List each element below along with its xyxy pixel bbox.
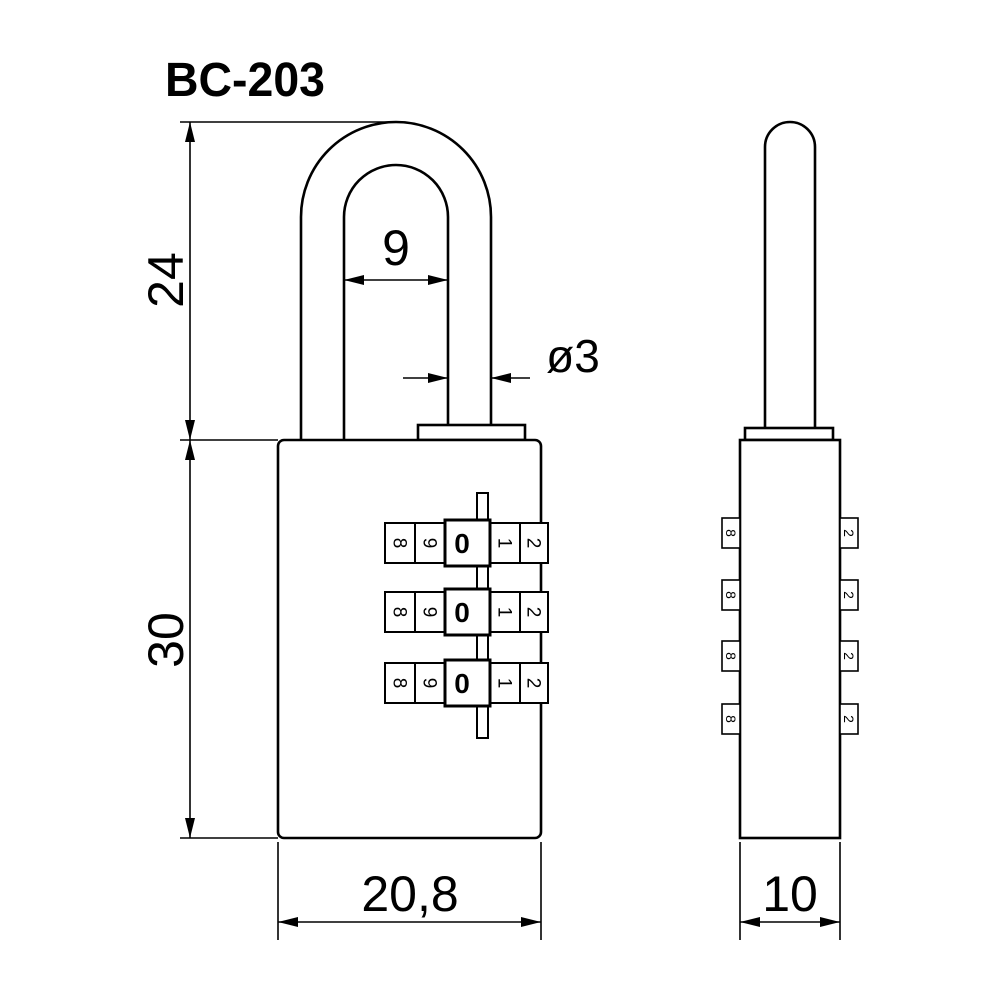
dial-segment — [384, 662, 416, 704]
dial-digit-selected: 0 — [454, 597, 470, 628]
side-dial-digit-left: 8 — [723, 591, 739, 599]
dial-window — [443, 658, 492, 708]
dial-digit: 8 — [388, 538, 409, 549]
dimension-arrow — [185, 818, 195, 838]
shackle-outer-edge — [299, 120, 493, 440]
dimension-arrow — [491, 373, 511, 383]
shackle — [299, 120, 493, 440]
dial-segment — [519, 522, 549, 564]
side-dial-tab-row-2: 8 2 — [721, 579, 859, 611]
dial-segment — [414, 522, 446, 564]
dial-digit: 8 — [388, 678, 409, 689]
dimension-arrow — [428, 275, 448, 285]
side-dial-tab-row-3: 8 2 — [721, 640, 859, 672]
dial-digit: 9 — [418, 607, 439, 618]
side-shackle — [763, 120, 817, 430]
side-dial-digit-left: 8 — [723, 529, 739, 537]
side-dial-digit-left: 8 — [723, 652, 739, 660]
dial-digit: 2 — [522, 538, 543, 549]
dial-digit: 1 — [493, 678, 514, 689]
front-view: 8 9 1 2 0 8 9 1 2 0 8 9 — [276, 120, 549, 840]
side-collar — [743, 426, 835, 442]
shackle-inner-edge — [342, 163, 450, 440]
dimension-arrow — [521, 917, 541, 927]
dial-segment — [519, 662, 549, 704]
side-dial-tab-right — [839, 640, 859, 672]
dimension-arrow — [740, 917, 760, 927]
dial-window — [443, 518, 492, 568]
dial-digit: 2 — [522, 607, 543, 618]
model-title: BC-203 — [165, 54, 325, 107]
dimension-arrow — [428, 373, 448, 383]
dial-digit: 8 — [388, 607, 409, 618]
side-dial-tab-right — [839, 517, 859, 549]
side-dial-digit-right: 2 — [841, 715, 857, 723]
dimension-arrow — [185, 420, 195, 440]
dial-segment — [519, 591, 549, 633]
side-dial-tab-row-1: 8 2 — [721, 517, 859, 549]
side-dial-digit-right: 2 — [841, 591, 857, 599]
side-dial-tab-left — [721, 579, 741, 611]
dial-segment — [414, 662, 446, 704]
dimension-arrow — [344, 275, 364, 285]
dimension-arrow — [820, 917, 840, 927]
dial-digit-selected: 0 — [454, 668, 470, 699]
dimension-arrow — [278, 917, 298, 927]
dimension-arrow — [185, 440, 195, 460]
dial-segment — [414, 591, 446, 633]
dimension-label-diameter: ø3 — [546, 330, 600, 382]
side-dial-digit-right: 2 — [841, 529, 857, 537]
dial-row-3: 8 9 1 2 0 — [384, 658, 549, 708]
dial-segment — [384, 591, 416, 633]
side-lock-body — [738, 438, 842, 840]
dial-row-2: 8 9 1 2 0 — [384, 587, 549, 637]
dial-window — [443, 587, 492, 637]
dial-digit: 1 — [493, 607, 514, 618]
side-dial-tab-right — [839, 703, 859, 735]
dimension-label-inner-width: 9 — [382, 220, 410, 276]
side-dial-digit-left: 8 — [723, 715, 739, 723]
dimension-label-body-width: 20,8 — [361, 866, 458, 922]
side-dial-tab-left — [721, 640, 741, 672]
dimension-label-body-height: 30 — [138, 612, 194, 668]
dial-digit: 2 — [522, 678, 543, 689]
dial-digit-selected: 0 — [454, 528, 470, 559]
lock-body — [276, 438, 543, 840]
side-dial-tab-row-4: 8 2 — [721, 703, 859, 735]
side-dial-tab-left — [721, 517, 741, 549]
dial-digit: 9 — [418, 678, 439, 689]
dimension-label-body-thickness: 10 — [762, 866, 818, 922]
dial-row-1: 8 9 1 2 0 — [384, 518, 549, 568]
dial-digit: 9 — [418, 538, 439, 549]
side-dial-digit-right: 2 — [841, 652, 857, 660]
dial-digit: 1 — [493, 538, 514, 549]
dimensions: 24 30 9 ø3 20,8 10 — [138, 121, 841, 940]
shackle-collar — [416, 423, 527, 442]
dimension-arrow — [185, 122, 195, 142]
side-dial-tab-left — [721, 703, 741, 735]
side-view: 8 2 8 2 8 2 8 2 — [721, 120, 859, 840]
side-dial-tab-right — [839, 579, 859, 611]
dimension-label-shackle-height: 24 — [138, 252, 194, 308]
